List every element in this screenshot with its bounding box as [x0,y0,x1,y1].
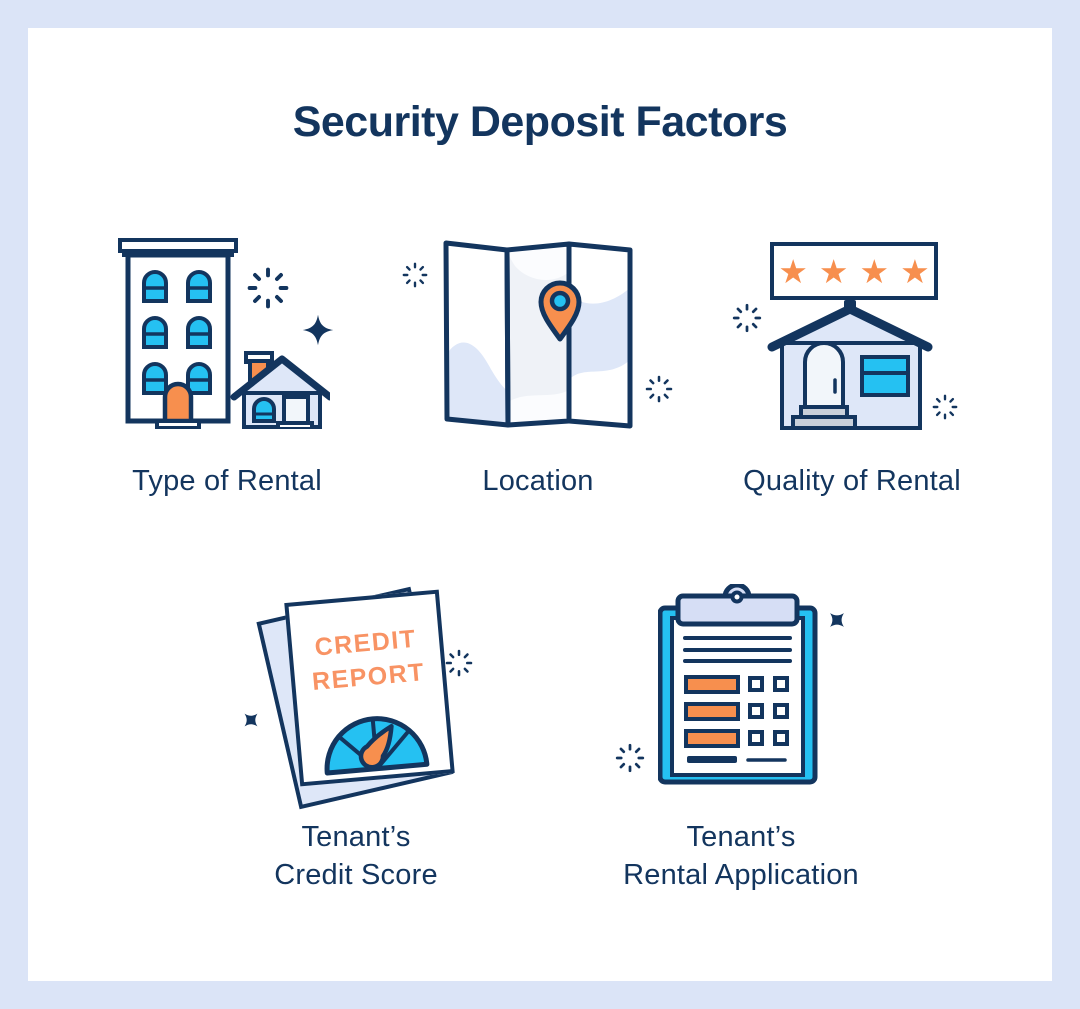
factor-label-tenants-rental-application: Tenant’s Rental Application [623,821,859,891]
starburst-icon [932,394,958,420]
factor-label-location: Location [482,465,594,497]
rental-application-clipboard-icon [658,584,818,785]
building-and-house-icon [118,238,330,429]
map-location-icon [443,240,633,429]
factor-label-quality-of-rental: Quality of Rental [743,465,961,497]
four-stars-icon: ★★★★ [778,251,941,291]
infographic-card: Security Deposit Factors [28,28,1052,981]
starburst-icon [645,375,673,403]
factor-label-type-of-rental: Type of Rental [132,465,322,497]
starburst-icon [247,267,289,309]
sparkle-star-icon [302,314,334,346]
sparkle-x-icon [238,707,264,733]
starburst-icon [732,303,762,333]
page-title: Security Deposit Factors [292,98,788,146]
sparkle-x-icon [823,606,851,634]
credit-gauge-icon [324,716,429,776]
star-rating-banner: ★★★★ [770,242,938,300]
factor-label-tenants-credit-score: Tenant’s Credit Score [274,821,438,891]
starburst-icon [445,649,473,677]
starburst-icon [615,743,645,773]
paper-front-sheet: CREDIT REPORT [284,589,455,787]
credit-report-icon: CREDIT REPORT [256,586,478,813]
starburst-icon [402,262,428,288]
rated-house-icon [767,300,933,430]
credit-report-title: CREDIT REPORT [310,624,427,696]
